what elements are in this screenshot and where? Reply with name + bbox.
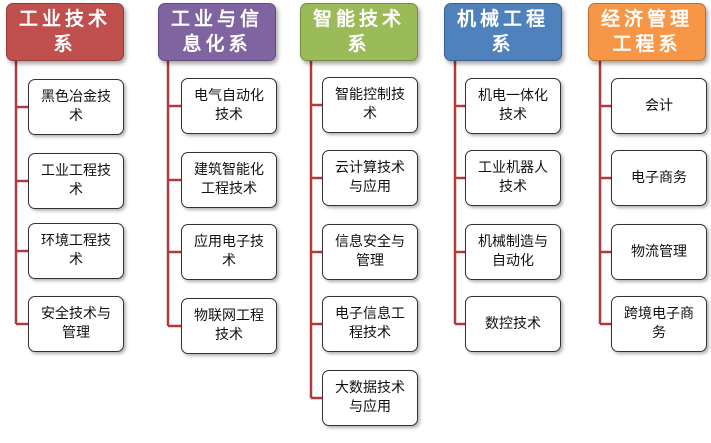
major-box: 环境工程技术 bbox=[28, 223, 124, 279]
major-box: 跨境电子商务 bbox=[611, 296, 707, 352]
major-box: 电气自动化技术 bbox=[181, 78, 277, 134]
connectors-col-2 bbox=[166, 61, 181, 328]
major-box: 应用电子技术 bbox=[181, 224, 277, 280]
major-box: 工业工程技术 bbox=[28, 153, 124, 209]
major-box: 云计算技术与应用 bbox=[322, 150, 418, 206]
dept-header-industrial-tech: 工业技术系 bbox=[6, 3, 124, 61]
major-box: 黑色冶金技术 bbox=[28, 79, 124, 135]
major-box: 电子信息工程技术 bbox=[322, 296, 418, 352]
major-box: 机械制造与自动化 bbox=[465, 224, 561, 280]
dept-header-mechanical-eng: 机械工程系 bbox=[444, 3, 562, 61]
connectors-col-4 bbox=[453, 61, 465, 326]
dept-header-intelligent-tech: 智能技术系 bbox=[300, 3, 418, 61]
major-box: 机电一体化技术 bbox=[465, 78, 561, 134]
major-box: 会计 bbox=[611, 78, 707, 134]
major-box: 电子商务 bbox=[611, 150, 707, 206]
major-box: 大数据技术与应用 bbox=[322, 370, 418, 426]
major-box: 智能控制技术 bbox=[322, 77, 418, 133]
major-box: 安全技术与管理 bbox=[28, 296, 124, 352]
connectors-col-3 bbox=[309, 61, 322, 400]
major-box: 工业机器人技术 bbox=[465, 150, 561, 206]
connectors-col-5 bbox=[598, 61, 611, 326]
major-box: 物流管理 bbox=[611, 224, 707, 280]
major-box: 信息安全与管理 bbox=[322, 224, 418, 280]
dept-header-economic-management: 经济管理工程系 bbox=[588, 3, 706, 61]
connectors-col-1 bbox=[14, 61, 28, 326]
major-box: 物联网工程技术 bbox=[181, 298, 277, 354]
major-box: 建筑智能化工程技术 bbox=[181, 152, 277, 208]
dept-header-industry-informatization: 工业与信息化系 bbox=[158, 3, 276, 61]
major-box: 数控技术 bbox=[465, 296, 561, 352]
